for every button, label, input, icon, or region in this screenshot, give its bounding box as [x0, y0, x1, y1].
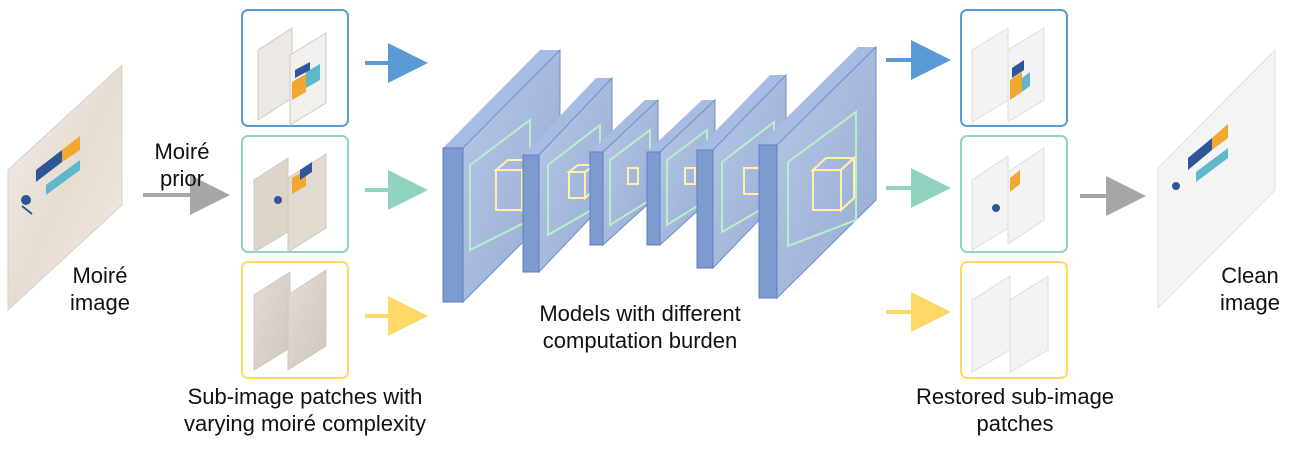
clean-image-label: Clean image — [1205, 262, 1295, 316]
cube-icon — [810, 155, 857, 213]
restored-patch-green — [960, 135, 1068, 253]
restored-caption: Restored sub-image patches — [895, 383, 1135, 437]
moire-image-label: Moiré image — [55, 262, 145, 316]
restored-caption-line1: Restored sub-image — [915, 384, 1115, 409]
moire-prior-line2: prior — [159, 166, 204, 191]
restored-patch-blue — [960, 9, 1068, 127]
conv-layer-3 — [589, 98, 659, 247]
restored-patch-yellow — [960, 261, 1068, 379]
clean-image — [1157, 48, 1276, 310]
moire-prior-label: Moiré prior — [142, 138, 222, 192]
moire-image-line1: Moiré — [72, 263, 128, 288]
network-layers — [442, 45, 877, 304]
conv-layer-6 — [758, 45, 877, 300]
patches-caption-line1: Sub-image patches with — [187, 384, 423, 409]
patch-group-blue — [241, 9, 349, 127]
moire-prior-line1: Moiré — [154, 139, 210, 164]
restored-caption-line2: patches — [976, 411, 1054, 436]
clean-image-line2: image — [1220, 290, 1280, 315]
moire-image-line2: image — [70, 290, 130, 315]
patches-caption: Sub-image patches with varying moiré com… — [155, 383, 455, 437]
clean-image-line1: Clean — [1221, 263, 1279, 288]
moire-image — [7, 63, 123, 312]
patch-group-yellow — [241, 261, 349, 379]
patches-caption-line2: varying moiré complexity — [183, 411, 427, 436]
models-caption-line2: computation burden — [542, 328, 738, 353]
patch-group-green — [241, 135, 349, 253]
models-caption-line1: Models with different — [539, 301, 741, 326]
conv-layer-4 — [646, 98, 716, 247]
models-caption: Models with different computation burden — [500, 300, 780, 354]
